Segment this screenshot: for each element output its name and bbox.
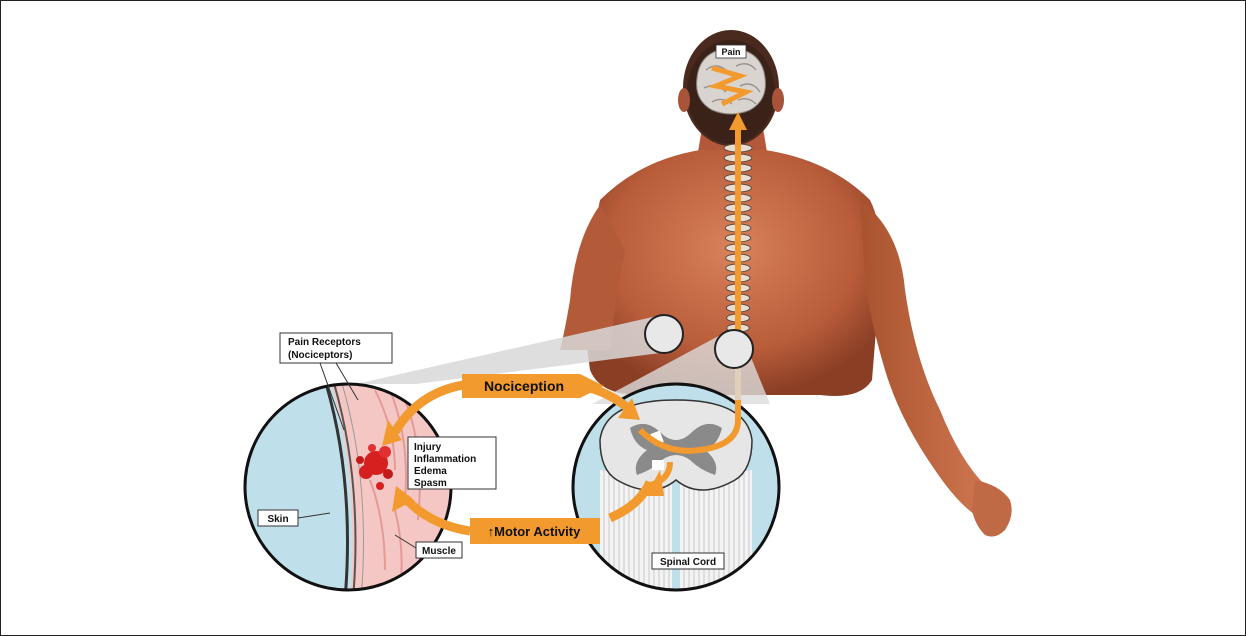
inflammation-label: Inflammation: [414, 454, 476, 465]
motor-activity-label: ↑Motor Activity: [488, 524, 581, 539]
spinal-cord-label: Spinal Cord: [660, 557, 716, 568]
injury-callout: Injury Inflammation Edema Spasm: [408, 437, 496, 489]
pain-label: Pain: [716, 45, 746, 58]
muscle-label: Muscle: [422, 546, 456, 557]
tissue-detail-circle: [240, 380, 460, 600]
injury-label: Injury: [414, 442, 442, 453]
skin-label: Skin: [267, 514, 288, 525]
pain-label-text: Pain: [721, 47, 740, 57]
spasm-label: Spasm: [414, 478, 447, 489]
zoom-source-circle-spine: [715, 330, 753, 368]
spinal-cord-callout: Spinal Cord: [652, 553, 724, 569]
edema-label: Edema: [414, 466, 447, 477]
pain-receptors-label-line2: (Nociceptors): [288, 350, 352, 361]
zoom-source-circle-muscle: [645, 315, 683, 353]
pain-receptors-label-line1: Pain Receptors: [288, 337, 361, 348]
nociception-label: Nociception: [484, 378, 564, 394]
